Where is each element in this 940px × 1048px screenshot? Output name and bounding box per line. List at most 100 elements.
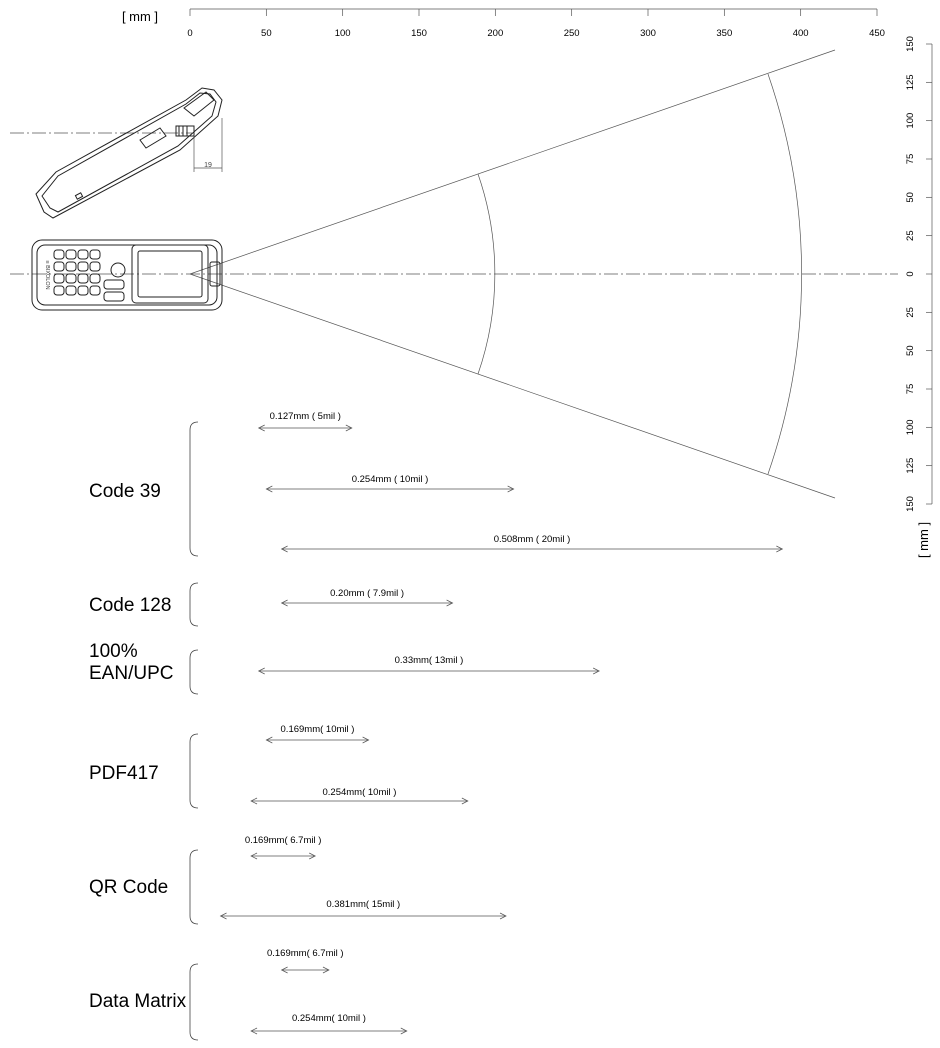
symbology-name: Data Matrix <box>89 991 187 1012</box>
y-tick-label: 50 <box>905 345 916 356</box>
keypad-key <box>89 285 101 296</box>
resolution-label: 0.381mm( 15mil ) <box>326 899 400 910</box>
x-tick-label: 400 <box>793 28 809 39</box>
keypad-key <box>53 273 65 284</box>
terminal-screen <box>131 244 209 304</box>
symbology-code-128: Code 128 0.20mm ( 7.9mil ) <box>89 582 454 627</box>
reading-range: 0.169mm( 6.7mil ) <box>267 948 344 974</box>
y-tick-label: 125 <box>905 74 916 90</box>
nav-key <box>110 262 126 278</box>
keypad-key <box>53 285 65 296</box>
y-tick-label: 25 <box>905 307 916 318</box>
y-tick-label: 125 <box>905 458 916 474</box>
keypad-key <box>103 279 125 290</box>
y-tick-label: 150 <box>905 36 916 52</box>
symbology-bracket <box>189 963 199 1041</box>
x-tick-label: 250 <box>564 28 580 39</box>
resolution-label: 0.254mm ( 10mil ) <box>352 474 429 485</box>
symbology-name: PDF417 <box>89 763 159 784</box>
resolution-label: 0.254mm( 10mil ) <box>322 787 396 798</box>
x-tick-label: 0 <box>187 28 192 39</box>
y-tick-label: 0 <box>905 271 916 276</box>
terminal-window <box>183 91 215 117</box>
symbology-bracket <box>189 733 199 809</box>
symbology-bracket <box>189 649 199 695</box>
field-of-view <box>10 49 898 499</box>
y-tick-label: 150 <box>905 496 916 512</box>
x-tick-label: 200 <box>487 28 503 39</box>
keypad-key <box>89 261 101 272</box>
symbology-100-ean-upc: 100%EAN/UPC 0.33mm( 13mil ) <box>89 641 600 695</box>
y-tick-label: 75 <box>905 384 916 395</box>
range-arc-400 <box>767 73 802 475</box>
y-axis-unit: [ mm ] <box>916 522 931 558</box>
x-tick-label: 150 <box>411 28 427 39</box>
symbology-pdf417: PDF417 0.169mm( 10mil ) 0.254mm( 10mil ) <box>89 724 469 809</box>
resolution-label: 0.33mm( 13mil ) <box>395 655 464 666</box>
resolution-label: 0.127mm ( 5mil ) <box>270 411 341 422</box>
resolution-label: 0.20mm ( 7.9mil ) <box>330 588 404 599</box>
fov-upper-boundary <box>189 49 836 275</box>
terminal-front-view: ≡ BIXOLON <box>31 239 223 311</box>
y-tick-label: 25 <box>905 230 916 241</box>
symbology-qr-code: QR Code 0.169mm( 6.7mil ) 0.381mm( 15mil ) <box>89 835 507 925</box>
x-tick-label: 350 <box>716 28 732 39</box>
x-axis: 0 50 100 150 200 250 300 350 400 450 <box>187 8 885 39</box>
reading-range: 0.254mm ( 10mil ) <box>265 474 515 493</box>
x-tick-label: 450 <box>869 28 885 39</box>
reading-range: 0.169mm( 6.7mil ) <box>245 835 322 860</box>
symbology-data-matrix: Data Matrix 0.169mm( 6.7mil ) 0.254mm( 10m… <box>89 948 408 1041</box>
terminal-side-view: 19 <box>35 87 223 219</box>
keypad-key <box>77 285 89 296</box>
symbology-bracket <box>189 849 199 925</box>
y-tick-label: 75 <box>905 154 916 165</box>
svg-text:≡ BIXOLON: ≡ BIXOLON <box>44 260 50 289</box>
symbology-list: Code 39 0.127mm ( 5mil ) 0.254mm ( 10mil )… <box>89 411 784 1041</box>
y-axis: 150 125 100 75 50 25 0 25 50 75 100 125 150 <box>905 36 933 512</box>
reading-range: 0.508mm ( 20mil ) <box>280 534 784 553</box>
scan-engine <box>175 125 195 137</box>
reading-range: 0.127mm ( 5mil ) <box>257 411 353 432</box>
keypad-key <box>65 285 77 296</box>
device-dimension-label: 19 <box>204 162 212 169</box>
resolution-label: 0.169mm( 6.7mil ) <box>245 835 322 846</box>
reading-range: 0.33mm( 13mil ) <box>257 655 600 675</box>
y-tick-label: 50 <box>905 192 916 203</box>
resolution-label: 0.508mm ( 20mil ) <box>494 534 571 545</box>
symbology-bracket <box>189 582 199 627</box>
x-axis-unit: [ mm ] <box>122 9 158 24</box>
symbology-bracket <box>189 421 199 557</box>
keypad-key <box>65 273 77 284</box>
symbology-name: Code 128 <box>89 595 171 616</box>
keypad-key <box>77 249 89 260</box>
x-tick-label: 50 <box>261 28 272 39</box>
resolution-label: 0.169mm( 6.7mil ) <box>267 948 344 959</box>
symbology-name: Code 39 <box>89 481 161 502</box>
keypad-key <box>65 249 77 260</box>
resolution-label: 0.254mm( 10mil ) <box>292 1013 366 1024</box>
keypad-key <box>53 261 65 272</box>
keypad-key <box>53 249 65 260</box>
x-tick-label: 300 <box>640 28 656 39</box>
reading-range: 0.381mm( 15mil ) <box>219 899 507 920</box>
reading-range: 0.254mm( 10mil ) <box>250 1013 408 1035</box>
terminal-keypad <box>53 249 125 302</box>
x-tick-label: 100 <box>335 28 351 39</box>
range-arc-200 <box>477 173 496 375</box>
keypad-key <box>77 261 89 272</box>
y-tick-label: 100 <box>905 113 916 129</box>
reading-range: 0.169mm( 10mil ) <box>265 724 370 744</box>
keypad-key <box>89 249 101 260</box>
reading-range: 0.254mm( 10mil ) <box>250 787 469 805</box>
reading-range: 0.20mm ( 7.9mil ) <box>280 588 454 607</box>
keypad-key <box>77 273 89 284</box>
keypad-key <box>103 291 125 302</box>
resolution-label: 0.169mm( 10mil ) <box>281 724 355 735</box>
y-tick-label: 100 <box>905 419 916 435</box>
fov-lower-boundary <box>189 273 836 499</box>
keypad-key <box>89 273 101 284</box>
symbology-name: QR Code <box>89 877 168 898</box>
symbology-name: 100%EAN/UPC <box>89 641 173 684</box>
keypad-key <box>65 261 77 272</box>
